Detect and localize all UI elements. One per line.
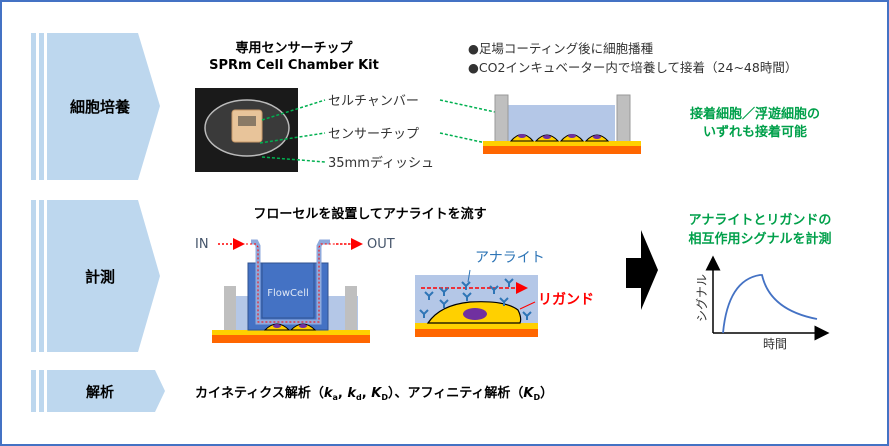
callout-35mm-dish: 35mmディッシュ xyxy=(328,155,434,171)
result-line-2: 相互作用シグナルを計測 xyxy=(688,231,831,247)
callout-cell-chamber: セルチャンバー xyxy=(328,94,419,109)
analysis-k: k xyxy=(324,386,334,401)
step-analysis: 解析 xyxy=(31,370,165,412)
graph-xlabel: 時間 xyxy=(763,337,787,351)
adhesion-note-1: 接着細胞／浮遊細胞の xyxy=(690,106,820,122)
analysis-mid: ）、アフィニティ解析（ xyxy=(388,385,523,401)
signal-graph: シグナル 時間 xyxy=(695,255,830,351)
step-label-analysis: 解析 xyxy=(86,384,114,401)
graph-ylabel: シグナル xyxy=(695,274,709,322)
binding-illustration xyxy=(415,269,538,337)
analysis-sep: , xyxy=(338,386,347,401)
chamber-illustration xyxy=(483,94,641,154)
step-label-measure: 計測 xyxy=(85,268,115,286)
adhesion-note-2: いずれも接着可能 xyxy=(703,124,807,140)
flowcell-label: FlowCell xyxy=(267,288,309,299)
analysis-D: D xyxy=(534,393,541,402)
flowcell-illustration: FlowCell xyxy=(212,238,370,343)
analysis-sep: , xyxy=(362,386,371,401)
out-label: OUT xyxy=(367,237,395,252)
analysis-K: K xyxy=(371,386,382,401)
analysis-d: d xyxy=(356,393,362,402)
analyte-label: アナライト xyxy=(475,250,545,266)
step-label-culture: 細胞培養 xyxy=(70,98,131,116)
arrow-right-icon xyxy=(626,230,658,310)
culture-bullet-2: ●CO2インキュベーター内で培養して接着（24~48時間） xyxy=(468,60,797,75)
kit-photo xyxy=(195,88,298,172)
step-culture: 細胞培養 xyxy=(31,33,160,180)
signal-curve xyxy=(722,274,818,334)
analysis-k: k xyxy=(347,386,357,401)
analysis-end: ） xyxy=(540,385,553,401)
analysis-prefix: カイネティクス解析（ xyxy=(195,385,324,401)
step-measure: 計測 xyxy=(31,200,160,352)
callout-sensor-chip: センサーチップ xyxy=(328,127,419,142)
in-label: IN xyxy=(195,237,209,252)
culture-bullet-1: ●足場コーティング後に細胞播種 xyxy=(468,41,654,56)
kit-title: 専用センサーチップ xyxy=(235,40,353,56)
analysis-a: a xyxy=(333,393,338,402)
analysis-D: D xyxy=(381,393,388,402)
ligand-label: リガンド xyxy=(538,292,594,308)
analysis-K: K xyxy=(523,386,534,401)
result-line-1: アナライトとリガンドの xyxy=(689,213,832,228)
analysis-text: カイネティクス解析（ka, kd, KD）、アフィニティ解析（KD） xyxy=(195,385,553,402)
kit-subtitle: SPRm Cell Chamber Kit xyxy=(209,58,379,73)
measure-title: フローセルを設置してアナライトを流す xyxy=(253,206,486,222)
